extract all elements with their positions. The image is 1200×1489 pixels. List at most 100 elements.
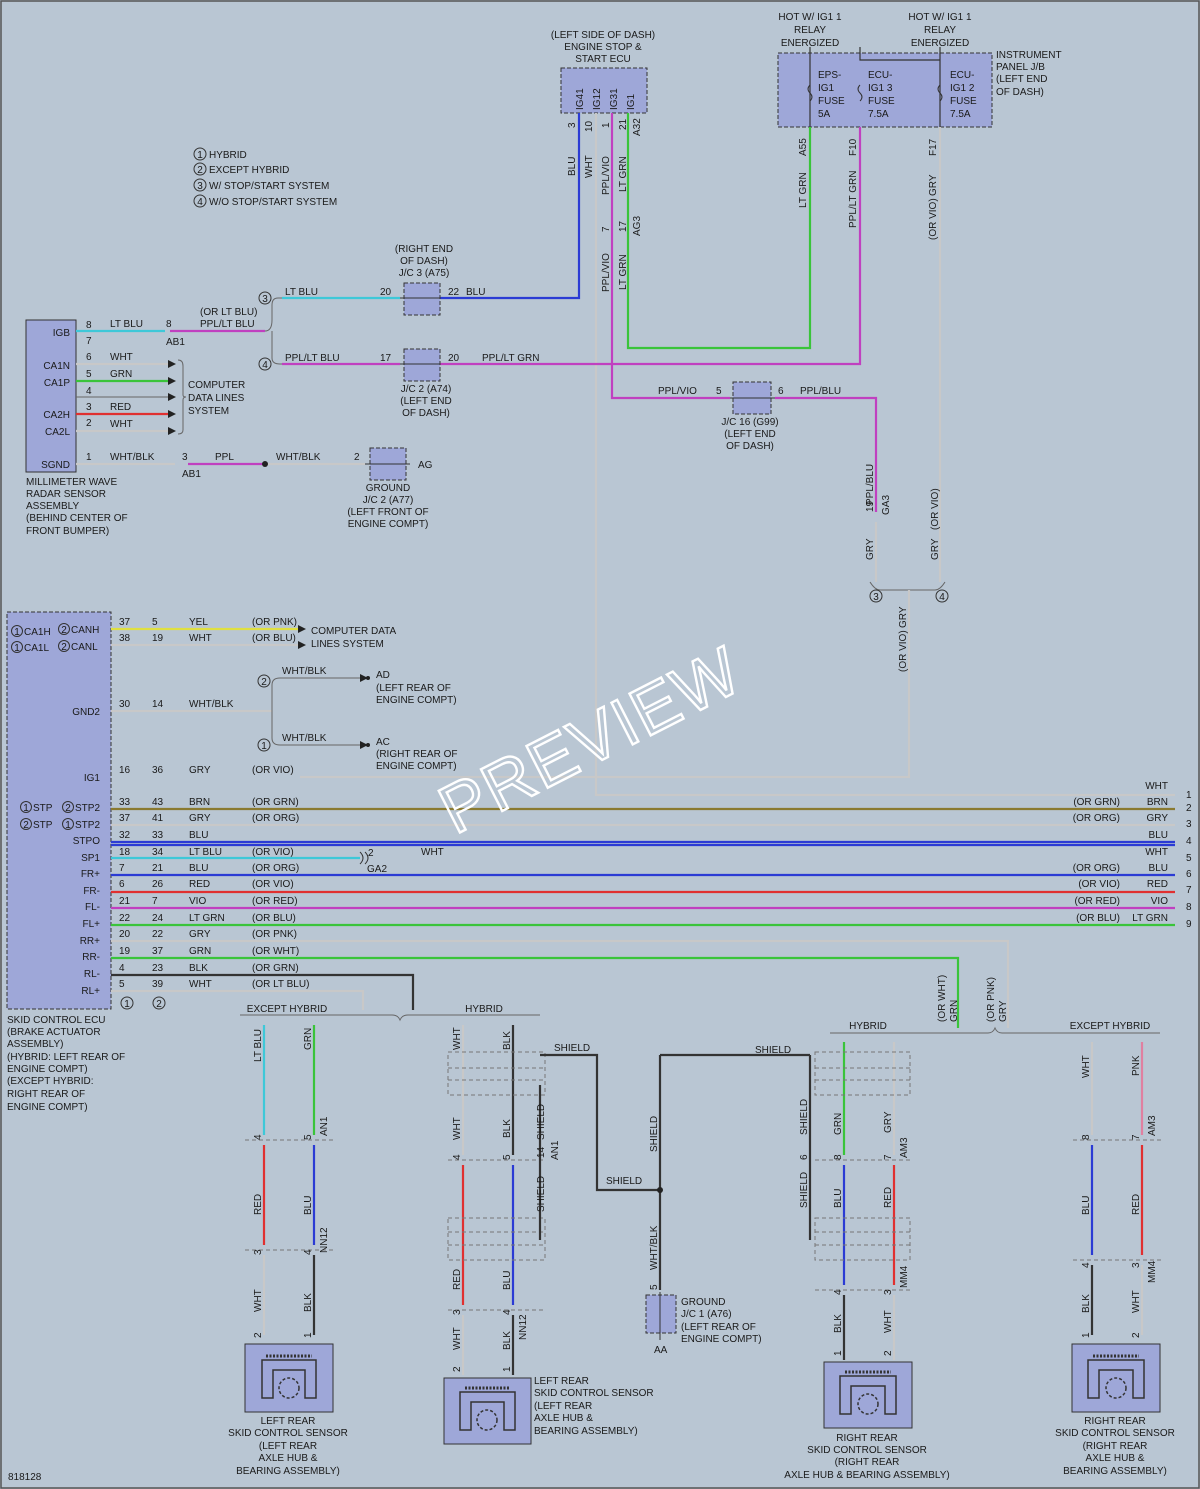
s3-blk: BLK xyxy=(833,1314,844,1333)
ecu-row-number: 3 xyxy=(1186,819,1192,830)
ecu-row-color: WHT xyxy=(189,979,212,990)
skid-term: FR+ xyxy=(81,869,100,880)
svg-text:8: 8 xyxy=(86,320,92,331)
s4-pin1: 1 xyxy=(1081,1332,1092,1338)
svg-text:GROUND: GROUND xyxy=(681,1297,725,1308)
pin-2-ga2: 2 xyxy=(368,848,374,859)
jc2-label: J/C 2 (A74) (LEFT END OF DASH) xyxy=(400,384,452,419)
svg-text:SKID CONTROL SENSOR: SKID CONTROL SENSOR xyxy=(228,1428,348,1439)
s1-pin3: 3 xyxy=(253,1249,264,1255)
ecu-pin-3: 3 xyxy=(567,122,578,128)
shield-label-7: SHIELD xyxy=(799,1099,810,1135)
s4-pin8: 8 xyxy=(1081,1134,1092,1140)
svg-text:BEARING ASSEMBLY): BEARING ASSEMBLY) xyxy=(1063,1466,1167,1477)
svg-text:OF DASH): OF DASH) xyxy=(400,256,448,267)
shield-label-6: SHIELD xyxy=(649,1116,660,1152)
shield-label-2: SHIELD xyxy=(606,1176,642,1187)
ecu-row-pin1: 20 xyxy=(119,929,131,940)
svg-text:7.5A: 7.5A xyxy=(950,109,971,120)
svg-text:DATA LINES: DATA LINES xyxy=(188,393,245,404)
s1-red: RED xyxy=(253,1194,264,1215)
ecu-row-number: 8 xyxy=(1186,902,1192,913)
s3-mm4: MM4 xyxy=(899,1265,910,1288)
ecu-row-right-alt: (OR RED) xyxy=(1074,896,1120,907)
svg-text:3: 3 xyxy=(873,592,879,603)
s1-blk: BLK xyxy=(303,1293,314,1312)
svg-text:J/C 3 (A75): J/C 3 (A75) xyxy=(399,268,450,279)
wire-label-wht-blk-ground: WHT/BLK xyxy=(276,452,321,463)
svg-text:W/ STOP/START SYSTEM: W/ STOP/START SYSTEM xyxy=(209,181,329,192)
sensor-rr-hybrid-wires xyxy=(808,1042,911,1360)
svg-text:ASSEMBLY: ASSEMBLY xyxy=(26,501,79,512)
svg-text:EPS-: EPS- xyxy=(818,70,841,81)
svg-text:MILLIMETER WAVE: MILLIMETER WAVE xyxy=(26,477,117,488)
svg-text:SKID CONTROL SENSOR: SKID CONTROL SENSOR xyxy=(807,1445,927,1456)
ecu-row-right-alt: (OR BLU) xyxy=(1076,913,1120,924)
instrument-panel-label: INSTRUMENT PANEL J/B (LEFT END OF DASH) xyxy=(996,50,1062,98)
wire-label-gry-f17: GRY xyxy=(928,174,939,196)
s4-red: RED xyxy=(1131,1194,1142,1215)
s2-pin4: 4 xyxy=(452,1154,463,1160)
wire-label-ppl-blu-jc16: PPL/BLU xyxy=(800,386,841,397)
s2-pin5: 5 xyxy=(502,1154,513,1160)
s4-pin7: 7 xyxy=(1131,1134,1142,1140)
svg-text:RADAR SENSOR: RADAR SENSOR xyxy=(26,489,106,500)
svg-text:J/C 16 (G99): J/C 16 (G99) xyxy=(721,417,778,428)
s2-blu: BLU xyxy=(502,1271,513,1290)
svg-text:4: 4 xyxy=(939,592,945,603)
s4-pin4: 4 xyxy=(1081,1262,1092,1268)
svg-text:2: 2 xyxy=(86,418,92,429)
ecu-row-pin1: 19 xyxy=(119,946,131,957)
svg-text:AXLE HUB &: AXLE HUB & xyxy=(534,1413,593,1424)
ecu-row-right-alt: (OR GRN) xyxy=(1073,797,1120,808)
s1-wht: WHT xyxy=(253,1289,264,1312)
s3-pin6: 6 xyxy=(799,1154,810,1160)
fuse-ecu-ig1-2: ECU- IG1 2 FUSE 7.5A xyxy=(950,70,977,120)
s4-am3: AM3 xyxy=(1147,1115,1158,1136)
ecu-row-color: GRN xyxy=(189,946,211,957)
pin-2-ground: 2 xyxy=(354,452,360,463)
s4-pnk: PNK xyxy=(1131,1055,1142,1076)
row-number-1: 1 xyxy=(1186,790,1192,801)
shield-label-5: SHIELD xyxy=(755,1045,791,1056)
ecu-row-alt: (OR BLU) xyxy=(252,913,296,924)
svg-text:CA1P: CA1P xyxy=(44,378,70,389)
label-hybrid-left: HYBRID xyxy=(465,1004,503,1015)
fuse-symbols xyxy=(807,84,943,102)
svg-text:FUSE: FUSE xyxy=(818,96,845,107)
wire-label-lt-grn-v: LT GRN xyxy=(618,254,629,290)
skid-term: FR- xyxy=(83,886,100,897)
wire-label-wht-top: WHT xyxy=(1145,781,1168,792)
s1-pin4b: 4 xyxy=(303,1249,314,1255)
shield-label-3: SHIELD xyxy=(536,1104,547,1140)
wire-label-wht-sp: WHT xyxy=(421,847,444,858)
ecu-row-alt: (OR GRN) xyxy=(252,963,299,974)
s4-wht: WHT xyxy=(1081,1055,1092,1078)
ecu-row-alt: (OR PNK) xyxy=(252,929,297,940)
ecu-row-number: 7 xyxy=(1186,885,1192,896)
svg-text:(EXCEPT HYBRID:: (EXCEPT HYBRID: xyxy=(7,1076,94,1087)
svg-text:3: 3 xyxy=(197,181,203,192)
label-except-hybrid-left: EXCEPT HYBRID xyxy=(247,1004,327,1015)
svg-text:(LEFT REAR: (LEFT REAR xyxy=(259,1441,317,1452)
svg-text:BEARING ASSEMBLY): BEARING ASSEMBLY) xyxy=(534,1426,638,1437)
s1-an1: AN1 xyxy=(319,1116,330,1136)
pin-5-jc16: 5 xyxy=(716,386,722,397)
ecu-row-pin2: 39 xyxy=(152,979,164,990)
circle-3-lower: 3 xyxy=(869,589,883,603)
s1-nn12: NN12 xyxy=(319,1227,330,1253)
ecu-row-right-color: VIO xyxy=(1151,896,1168,907)
s3-wht: WHT xyxy=(883,1310,894,1333)
wire-label-ppl-vio-ecu: PPL/VIO xyxy=(601,156,612,195)
ecu-row-pin1: 22 xyxy=(119,913,131,924)
ecu-pin-10: 10 xyxy=(584,120,595,132)
wire-blu-ig41 xyxy=(440,113,581,300)
svg-text:2: 2 xyxy=(261,677,267,688)
wire-blk-rl-minus xyxy=(111,973,415,1010)
label-except-hybrid-right: EXCEPT HYBRID xyxy=(1070,1021,1150,1032)
svg-text:CA2L: CA2L xyxy=(45,427,70,438)
sensor-rr-except-hybrid-wires xyxy=(1073,1042,1162,1335)
preview-watermark: PREVIEW xyxy=(427,632,753,848)
pin-20-jc3: 20 xyxy=(380,287,392,298)
